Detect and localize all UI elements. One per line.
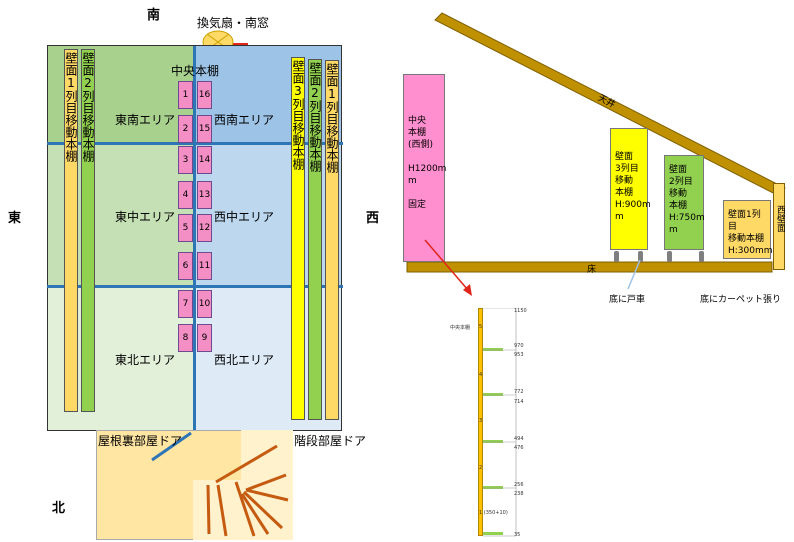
direction-north: 北 [52, 501, 66, 516]
area-label-middle-east: 東中エリア [115, 210, 176, 224]
center-shelf-section: 中央 本棚 (西側) H1200m m 固定 [403, 74, 446, 262]
area-label-middle-west: 西中エリア [214, 210, 275, 224]
shelf-level-label: 3 [479, 418, 483, 424]
level-label: 772 [514, 389, 524, 395]
shelf-level-label: 4 [479, 372, 483, 378]
east-wall-shelf-1: 壁面1列目移動本棚 [64, 49, 78, 412]
shelf-14: 14 [197, 146, 212, 174]
detail-frame [483, 308, 517, 537]
level-label: 970 [514, 343, 524, 349]
shelf-13: 13 [197, 181, 212, 209]
area-label-northeast: 東北エリア [115, 353, 176, 367]
caster-note: 底に戸車 [609, 295, 646, 305]
area-label-northwest: 西北エリア [214, 353, 275, 367]
west-wall-shelf-2: 壁面2列目移動本棚 [308, 59, 322, 420]
roof-and-floor [406, 12, 786, 273]
shelf-5: 5 [178, 214, 193, 242]
level-label: 953 [514, 352, 524, 358]
caster-pointer [627, 259, 641, 290]
detail-post [478, 308, 483, 536]
level-label: 714 [514, 399, 524, 405]
divider-v [193, 46, 196, 430]
caster-icon [638, 251, 643, 262]
wall2-shelf-section: 壁面 2列目 移動 本棚 H:750m m [664, 155, 705, 250]
direction-west: 西 [366, 211, 380, 226]
shelf-level-label: 1 (350+10) [479, 510, 508, 516]
center-shelf-title: 中央本棚 [171, 64, 220, 78]
floor-label: 床 [587, 265, 597, 275]
shelf-4: 4 [178, 181, 193, 209]
fan-window-label: 換気扇・南窓 [197, 16, 270, 30]
west-wall-shelf-1: 壁面1列目移動本棚 [325, 60, 339, 420]
shelf-3: 3 [178, 146, 193, 174]
shelf-level-label: 2 [479, 465, 483, 471]
area-label-southwest: 西南エリア [214, 113, 275, 127]
shelf-10: 10 [197, 290, 212, 318]
shelf-16: 16 [197, 81, 212, 109]
caster-icon [667, 251, 672, 262]
attic-door-label: 屋根裏部屋ドア [98, 434, 183, 448]
shelf-8: 8 [178, 324, 193, 352]
direction-south: 南 [147, 8, 161, 23]
shelf-9: 9 [197, 324, 212, 352]
west-wall-shelf-3: 壁面3列目移動本棚 [291, 57, 305, 420]
shelf-7: 7 [178, 290, 193, 318]
shelf-15: 15 [197, 115, 212, 143]
stair-steps [151, 431, 289, 537]
level-label: 35 [514, 532, 521, 538]
level-label: 476 [514, 445, 524, 451]
shelf-11: 11 [197, 252, 212, 280]
west-wall-label: 西壁面 [775, 205, 785, 232]
carpet-note: 底にカーペット張り [700, 295, 782, 305]
east-wall-shelf-2: 壁面2列目移動本棚 [81, 49, 95, 412]
area-label-southeast: 東南エリア [115, 113, 176, 127]
shelf-2: 2 [178, 115, 193, 143]
shelf-1: 1 [178, 81, 193, 109]
shelf-level-label: 5 [479, 324, 483, 330]
caster-icon [614, 251, 619, 262]
direction-east: 東 [8, 211, 22, 226]
shelf-12: 12 [197, 214, 212, 242]
arrow-icon [424, 239, 472, 296]
level-label: 494 [514, 436, 524, 442]
level-label: 238 [514, 491, 524, 497]
level-label: 1150 [514, 308, 527, 314]
stair-door-label: 階段部屋ドア [294, 434, 367, 448]
west-wall [773, 183, 785, 270]
detail-title: 中央本棚 [450, 325, 471, 331]
wall1-shelf-section: 壁面1列目 移動本棚 H:300mm [723, 200, 773, 259]
caster-icon [699, 251, 704, 262]
level-label: 256 [514, 482, 524, 488]
shelf-6: 6 [178, 252, 193, 280]
wall3-shelf-section: 壁面 3列目 移動 本棚 H:900m m [610, 128, 651, 250]
